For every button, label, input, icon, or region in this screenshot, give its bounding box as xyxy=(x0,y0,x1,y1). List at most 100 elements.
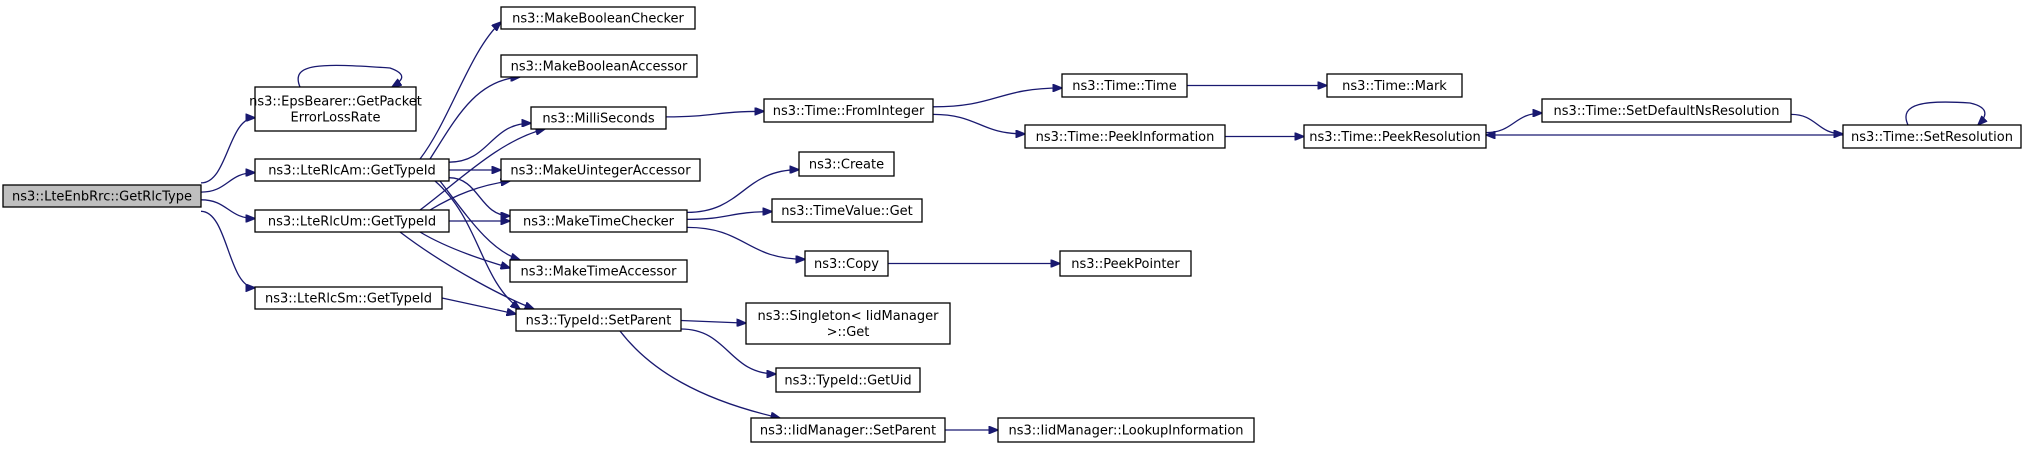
node-box[interactable] xyxy=(804,250,889,277)
node-tt[interactable]: ns3::Time::Time xyxy=(1061,73,1188,98)
node-mtc[interactable]: ns3::MakeTimeChecker xyxy=(509,209,688,233)
node-label: ns3::LteRlcSm::GetTypeId xyxy=(265,292,432,307)
node-box[interactable] xyxy=(1541,98,1792,123)
node-pr[interactable]: ns3::Time::PeekResolution xyxy=(1303,124,1487,149)
node-box[interactable] xyxy=(1842,124,2022,149)
edge-root-to-sm xyxy=(200,210,255,287)
node-root[interactable]: ns3::LteEnbRrc::GetRlcType xyxy=(2,184,202,208)
node-sdn[interactable]: ns3::Time::SetDefaultNsResolution xyxy=(1541,98,1792,123)
node-layer: ns3::LteEnbRrc::GetRlcType ns3::EpsBearer… xyxy=(2,6,2022,443)
edge-ms-to-fi xyxy=(665,111,764,118)
node-label: ns3::PeekPointer xyxy=(1071,257,1180,272)
node-pi[interactable]: ns3::Time::PeekInformation xyxy=(1024,124,1226,149)
node-box[interactable] xyxy=(254,209,450,233)
node-box[interactable] xyxy=(254,86,417,132)
edge-sp-to-isp xyxy=(619,330,780,418)
node-li[interactable]: ns3::IidManager::LookupInformation xyxy=(997,417,1255,443)
node-label: ns3::MakeBooleanAccessor xyxy=(511,60,688,75)
node-box[interactable] xyxy=(1059,250,1192,277)
node-label: ns3::EpsBearer::GetPacket xyxy=(249,95,422,110)
node-box[interactable] xyxy=(771,198,923,223)
node-label: ns3::Time::Mark xyxy=(1342,79,1447,94)
edge-mtc-to-cr xyxy=(686,170,799,214)
node-box[interactable] xyxy=(763,98,934,123)
node-tm[interactable]: ns3::Time::Mark xyxy=(1326,73,1463,98)
edge-pr-to-sdn xyxy=(1485,113,1542,134)
node-cr[interactable]: ns3::Create xyxy=(798,151,895,177)
edge-root-to-eps xyxy=(200,118,255,184)
node-label: ns3::Create xyxy=(809,158,884,173)
node-box[interactable] xyxy=(2,184,202,208)
node-label: ns3::Time::FromInteger xyxy=(773,104,925,119)
node-mba[interactable]: ns3::MakeBooleanAccessor xyxy=(500,54,698,78)
edge-root-to-um xyxy=(200,199,255,219)
node-box[interactable] xyxy=(500,6,696,30)
node-isp[interactable]: ns3::IidManager::SetParent xyxy=(750,417,946,443)
node-box[interactable] xyxy=(254,158,450,182)
node-box[interactable] xyxy=(509,209,688,233)
edge-am-to-mba xyxy=(429,77,520,160)
node-pp[interactable]: ns3::PeekPointer xyxy=(1059,250,1192,277)
node-box[interactable] xyxy=(1061,73,1188,98)
node-box[interactable] xyxy=(500,54,698,78)
edge-um-to-mta xyxy=(419,231,510,268)
node-box[interactable] xyxy=(750,417,946,443)
node-box[interactable] xyxy=(530,106,667,130)
node-label: ns3::Singleton< IidManager xyxy=(757,309,939,324)
edge-um-to-ms xyxy=(419,129,545,211)
node-label: ns3::MakeUintegerAccessor xyxy=(510,164,691,179)
node-sp[interactable]: ns3::TypeId::SetParent xyxy=(515,308,682,332)
edge-eps-to-eps xyxy=(297,64,403,87)
edge-um-to-sp xyxy=(399,231,534,309)
node-label: ns3::MakeBooleanChecker xyxy=(512,12,684,27)
edge-mtc-to-cp xyxy=(686,226,805,259)
node-box[interactable] xyxy=(254,286,443,310)
node-box[interactable] xyxy=(775,367,921,393)
node-label: ns3::LteRlcUm::GetTypeId xyxy=(268,215,436,230)
node-label: ns3::Time::PeekInformation xyxy=(1036,130,1215,145)
edge-fi-to-pi xyxy=(932,113,1025,133)
node-um[interactable]: ns3::LteRlcUm::GetTypeId xyxy=(254,209,450,233)
node-box[interactable] xyxy=(509,259,688,283)
node-label: ns3::Time::PeekResolution xyxy=(1309,130,1480,145)
node-cp[interactable]: ns3::Copy xyxy=(804,250,889,277)
edge-am-to-ms xyxy=(448,123,531,163)
node-tvg[interactable]: ns3::TimeValue::Get xyxy=(771,198,923,223)
node-label: ns3::TypeId::SetParent xyxy=(526,314,672,329)
node-sg[interactable]: ns3::Singleton< IidManager>::Get xyxy=(745,302,951,345)
node-label: ErrorLossRate xyxy=(290,111,380,126)
node-label: ns3::IidManager::SetParent xyxy=(760,424,936,439)
node-mta[interactable]: ns3::MakeTimeAccessor xyxy=(509,259,688,283)
node-box[interactable] xyxy=(1326,73,1463,98)
edge-fi-to-tt xyxy=(932,88,1062,108)
node-sm[interactable]: ns3::LteRlcSm::GetTypeId xyxy=(254,286,443,310)
node-fi[interactable]: ns3::Time::FromInteger xyxy=(763,98,934,123)
node-box[interactable] xyxy=(500,158,701,182)
node-label: ns3::TimeValue::Get xyxy=(781,204,913,219)
node-label: ns3::LteEnbRrc::GetRlcType xyxy=(12,190,192,205)
node-label: ns3::LteRlcAm::GetTypeId xyxy=(268,164,436,179)
edge-sm-to-sp xyxy=(441,297,516,314)
node-label: ns3::IidManager::LookupInformation xyxy=(1008,424,1243,439)
edge-sp-to-sg xyxy=(680,321,746,324)
node-label: ns3::Copy xyxy=(814,257,879,272)
node-gu[interactable]: ns3::TypeId::GetUid xyxy=(775,367,921,393)
node-am[interactable]: ns3::LteRlcAm::GetTypeId xyxy=(254,158,450,182)
edge-am-to-mtc xyxy=(448,177,510,216)
edge-am-to-mbc xyxy=(419,22,501,160)
node-mua[interactable]: ns3::MakeUintegerAccessor xyxy=(500,158,701,182)
node-box[interactable] xyxy=(798,151,895,177)
node-label: ns3::Time::SetResolution xyxy=(1851,130,2013,145)
node-box[interactable] xyxy=(1303,124,1487,149)
edge-sdn-to-sr xyxy=(1790,113,1843,133)
node-box[interactable] xyxy=(745,302,951,345)
node-mbc[interactable]: ns3::MakeBooleanChecker xyxy=(500,6,696,30)
node-ms[interactable]: ns3::MilliSeconds xyxy=(530,106,667,130)
node-label: ns3::Time::SetDefaultNsResolution xyxy=(1554,104,1780,119)
node-box[interactable] xyxy=(997,417,1255,443)
node-box[interactable] xyxy=(515,308,682,332)
node-box[interactable] xyxy=(1024,124,1226,149)
node-sr[interactable]: ns3::Time::SetResolution xyxy=(1842,124,2022,149)
